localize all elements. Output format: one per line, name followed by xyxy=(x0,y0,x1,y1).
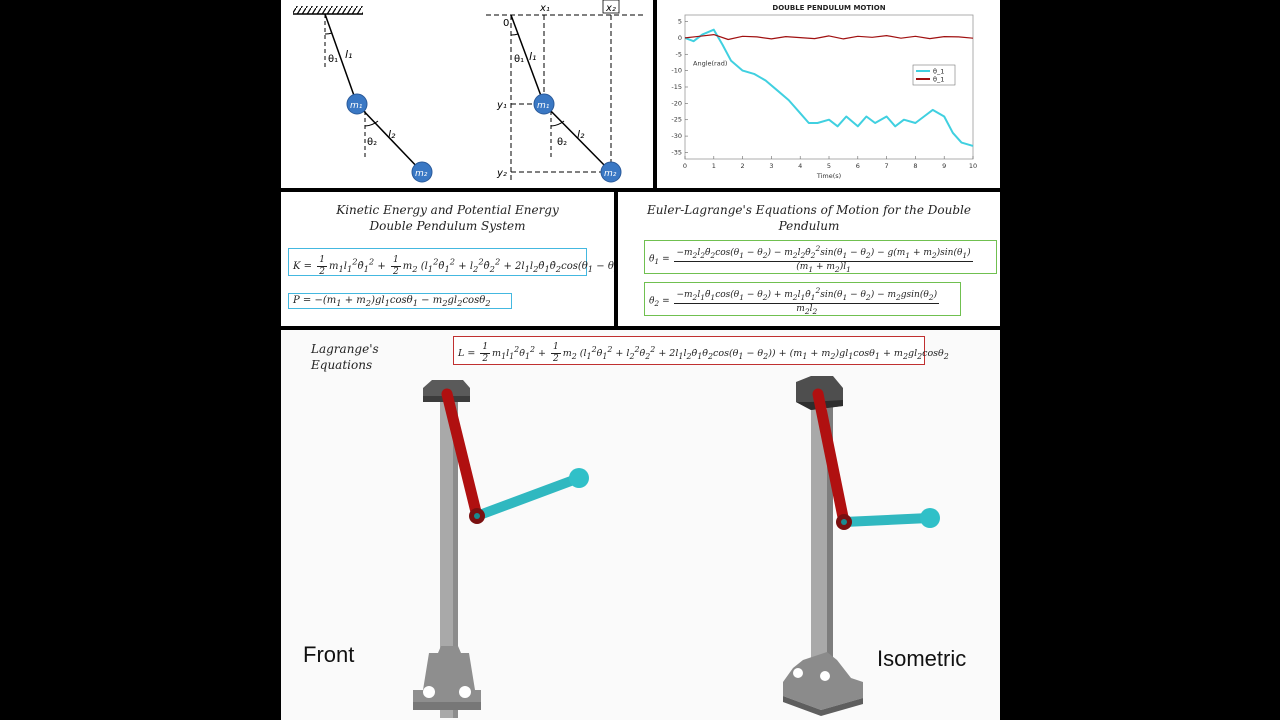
pendulum-left: l₁ θ₁ l₂ θ₂ m₁ m₂ xyxy=(293,6,433,183)
x-tick-label: 10 xyxy=(969,162,977,170)
svg-text:m₂: m₂ xyxy=(604,169,617,179)
pendulum-3d-views xyxy=(413,376,940,718)
chart-title: DOUBLE PENDULUM MOTION xyxy=(772,4,885,12)
plot-area xyxy=(684,14,974,160)
front-view-label: Front xyxy=(303,642,355,667)
angle-chart: DOUBLE PENDULUM MOTION 0 1 2 3 4 5 6 7 8 9 10 5 0 -5 -1… xyxy=(671,4,977,180)
chart-panel: DOUBLE PENDULUM MOTION 0 1 2 3 4 5 6 7 8 9 10 5 0 -5 -1… xyxy=(657,0,1000,188)
mass-1-right xyxy=(533,93,555,115)
x-axis-label: Time(s) xyxy=(816,172,841,180)
pendulum-diagram: l₁ θ₁ l₂ θ₂ m₁ m₂ x₁ x₂ 0 l₁ xyxy=(293,0,643,183)
svg-text:θ₂: θ₂ xyxy=(557,137,567,148)
x-tick-label: 0 xyxy=(683,162,687,170)
svg-text:0: 0 xyxy=(503,18,509,29)
svg-text:y₂: y₂ xyxy=(496,168,507,179)
potential-energy-equation: P = −(m1 + m2)gl1cosθ1 − m2gl2cosθ2 xyxy=(288,293,512,309)
theta1-acceleration-equation: θ̈1 = −m2l2θ̈2cos(θ1 − θ2) − m2l2θ̇22sin… xyxy=(644,240,997,274)
y-tick-label: -10 xyxy=(671,67,682,75)
pendulum-diagram-panel: l₁ θ₁ l₂ θ₂ m₁ m₂ x₁ x₂ 0 l₁ xyxy=(281,0,653,188)
x-tick-label: 1 xyxy=(712,162,716,170)
svg-text:m₁: m₁ xyxy=(537,101,550,111)
y-tick-label: -35 xyxy=(671,148,682,156)
svg-text:x₂: x₂ xyxy=(605,3,616,14)
x-tick-label: 4 xyxy=(798,162,802,170)
y-tick-label: -30 xyxy=(671,132,682,140)
energy-panel: Kinetic Energy and Potential Energy Doub… xyxy=(281,192,614,326)
y-tick-label: -25 xyxy=(671,116,682,124)
mass-2-right xyxy=(600,161,622,183)
svg-text:m₂: m₂ xyxy=(415,169,428,179)
x-tick-label: 2 xyxy=(741,162,745,170)
svg-text:θ₂: θ₂ xyxy=(367,137,377,148)
front-view-model xyxy=(413,380,589,718)
isometric-view-label: Isometric xyxy=(877,646,967,671)
svg-text:m₁: m₁ xyxy=(350,101,363,111)
x-tick-label: 9 xyxy=(942,162,946,170)
theta2-acceleration-equation: θ̈2 = −m2l1θ̈1cos(θ1 − θ2) + m2l1θ̇12sin… xyxy=(644,282,961,316)
lagrange-title: Lagrange's Equations xyxy=(311,342,379,372)
pendulum-right: x₁ x₂ 0 l₁ θ₁ l₂ θ₂ y₁ y₂ m₁ m₂ xyxy=(486,0,643,183)
svg-text:l₂: l₂ xyxy=(577,128,585,141)
svg-text:l₂: l₂ xyxy=(388,128,396,141)
legend-label-1: θ_1 xyxy=(933,68,944,76)
x-tick-label: 5 xyxy=(827,162,831,170)
x-tick-label: 3 xyxy=(769,162,773,170)
y-tick-label: 0 xyxy=(678,34,682,42)
svg-text:l₁: l₁ xyxy=(345,48,352,61)
y-tick-label: -15 xyxy=(671,83,682,91)
mass-1 xyxy=(346,93,368,115)
svg-text:θ₁: θ₁ xyxy=(328,54,338,65)
svg-text:x₁: x₁ xyxy=(539,3,550,14)
x-tick-label: 6 xyxy=(856,162,860,170)
series-line-2 xyxy=(684,33,974,41)
series-line-1 xyxy=(684,28,974,147)
y-tick-label: -20 xyxy=(671,99,682,107)
euler-title: Euler-Lagrange's Equations of Motion for… xyxy=(647,203,971,233)
isometric-view-model xyxy=(783,376,940,716)
svg-text:θ₁: θ₁ xyxy=(514,54,524,65)
mass-2 xyxy=(411,161,433,183)
energy-title: Kinetic Energy and Potential Energy Doub… xyxy=(336,203,559,233)
x-tick-label: 7 xyxy=(885,162,889,170)
y-tick-label: -5 xyxy=(676,50,682,58)
y-axis-label: Angle(rad) xyxy=(693,60,727,68)
x-tick-label: 8 xyxy=(913,162,917,170)
svg-text:y₁: y₁ xyxy=(496,100,507,111)
euler-lagrange-panel: Euler-Lagrange's Equations of Motion for… xyxy=(618,192,1000,326)
legend-label-2: θ_1 xyxy=(933,76,944,84)
svg-text:l₁: l₁ xyxy=(529,50,536,63)
y-tick-label: 5 xyxy=(678,18,682,26)
